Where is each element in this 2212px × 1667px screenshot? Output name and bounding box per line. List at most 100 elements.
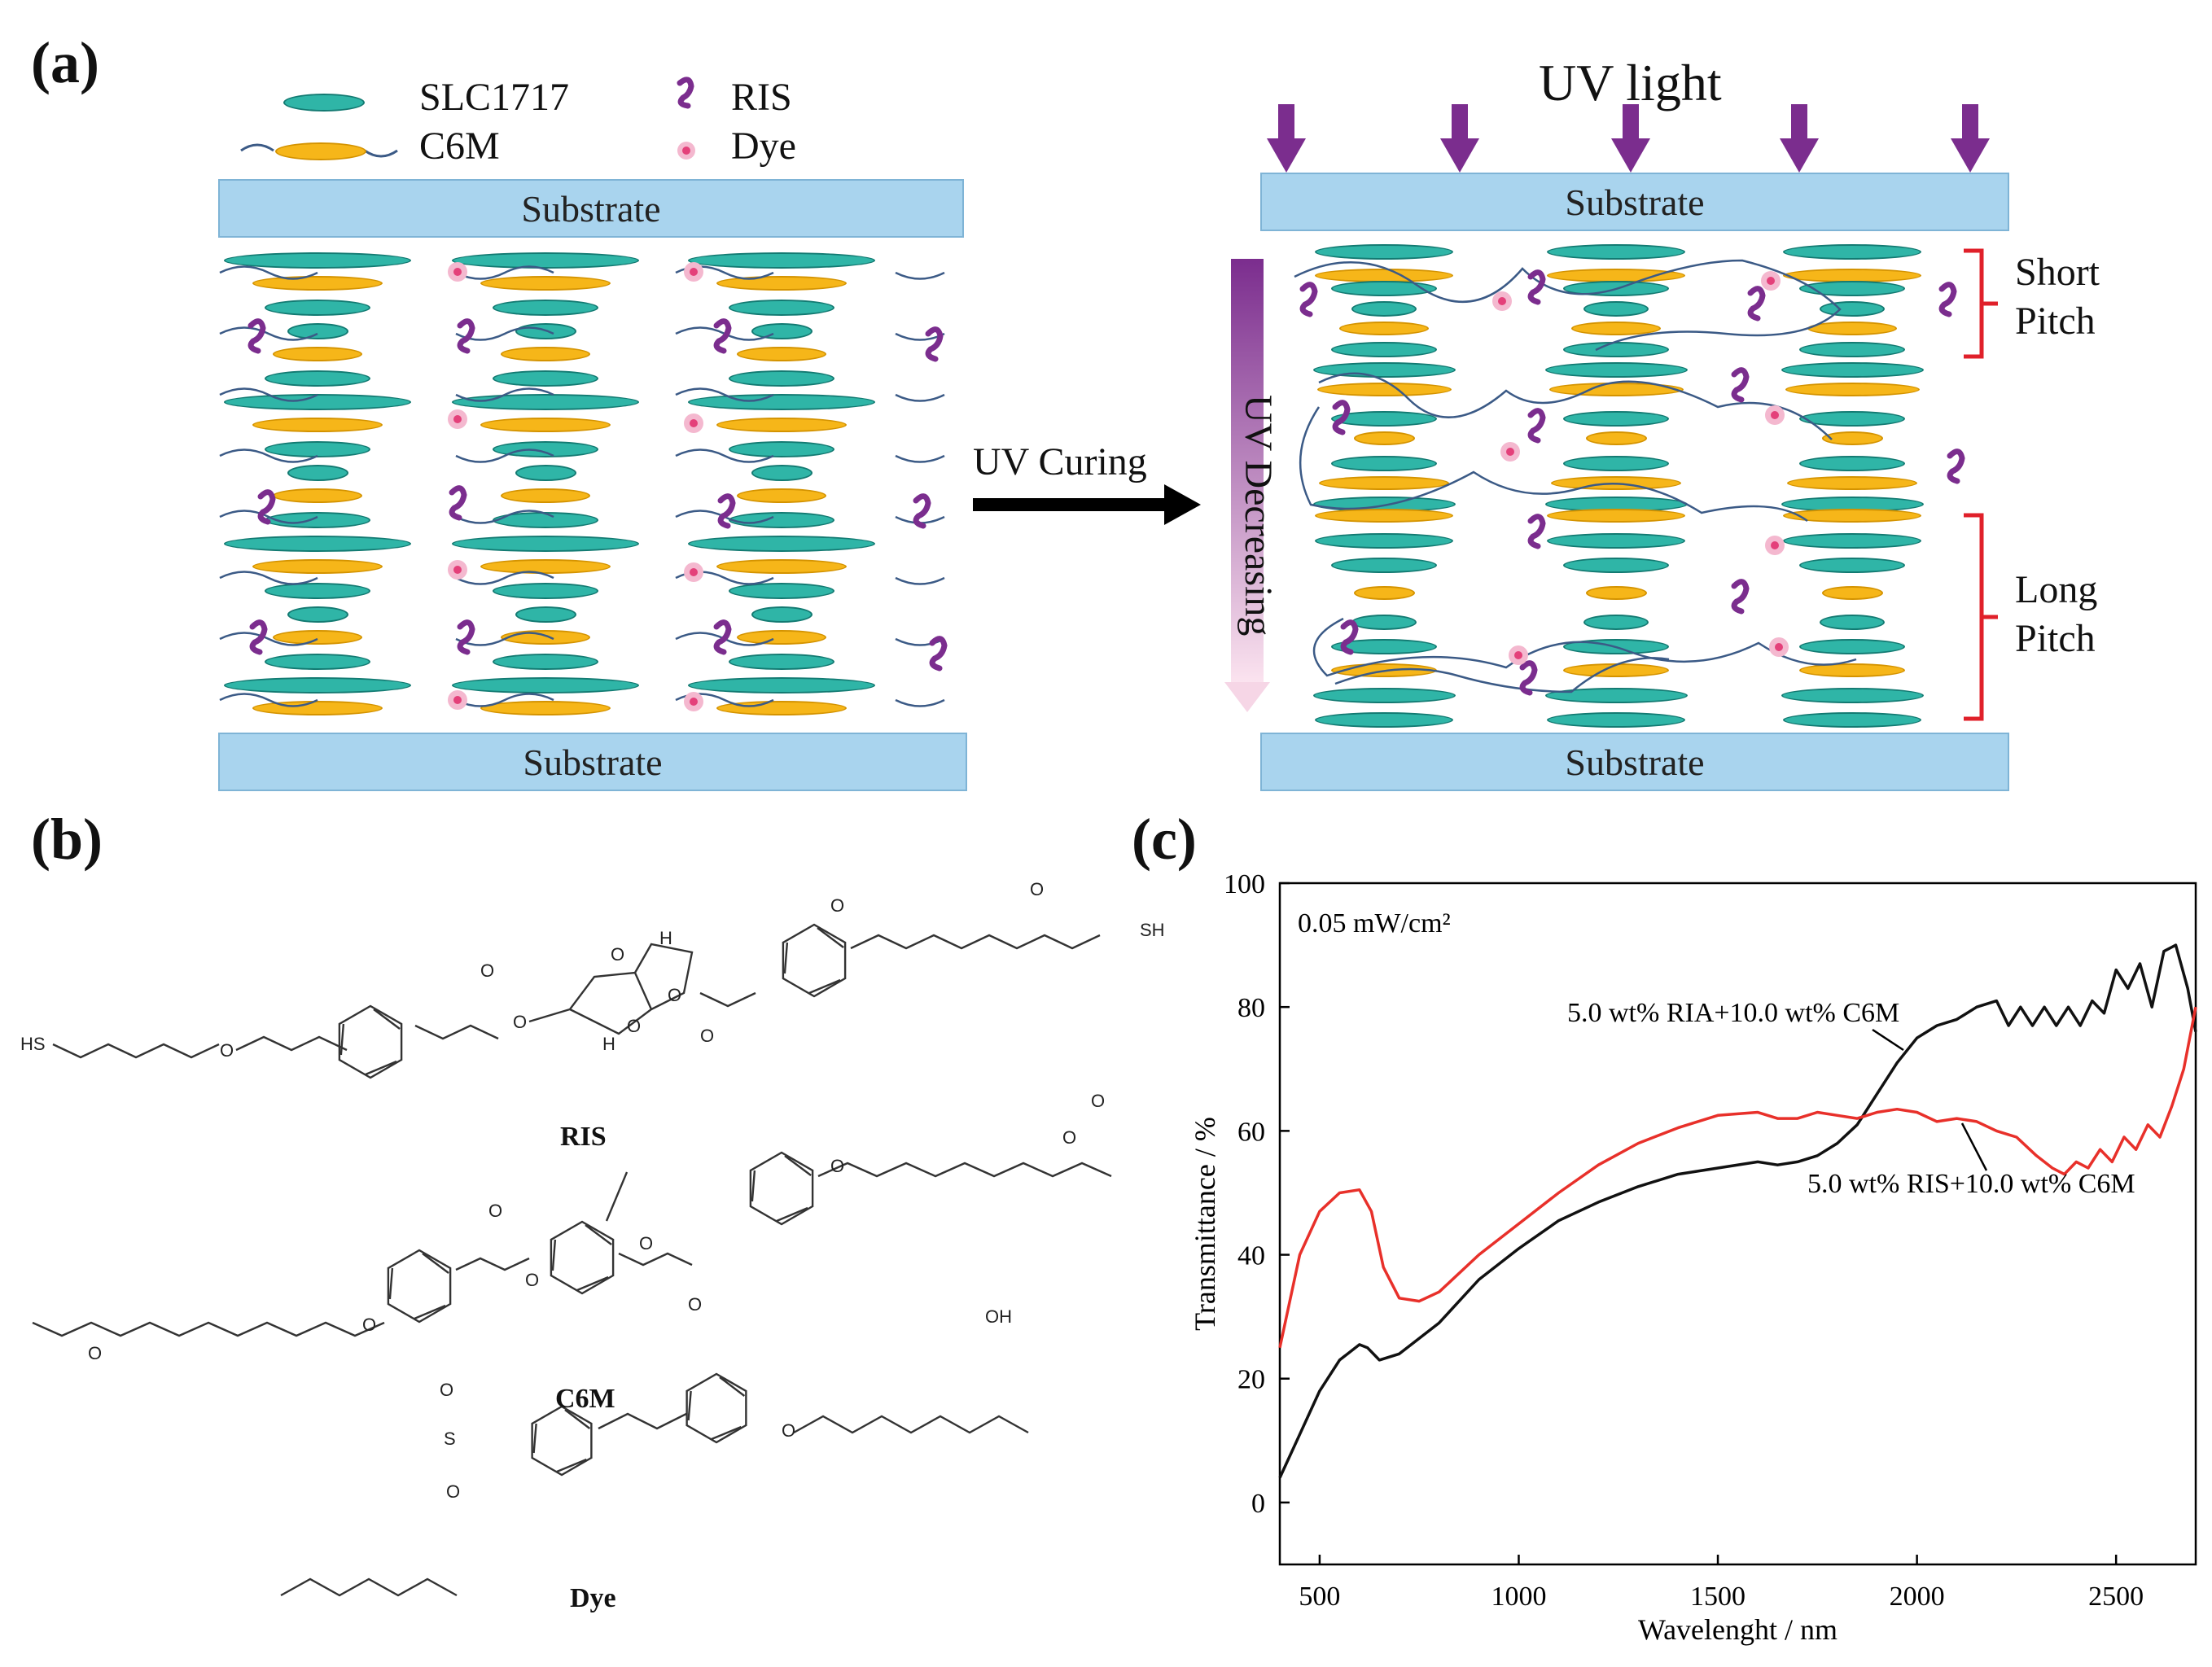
slc-mesogen	[1331, 456, 1437, 471]
c6m-mesogen	[480, 559, 611, 574]
slc-mesogen	[265, 583, 370, 599]
slc-mesogen	[1331, 411, 1437, 427]
left-top-substrate: Substrate	[218, 179, 964, 238]
atom-label: O	[668, 985, 681, 1005]
legend-ris-label: RIS	[731, 76, 792, 119]
atom-label: O	[611, 944, 624, 965]
c6m-mesogen	[1787, 476, 1917, 490]
slc-mesogen	[729, 300, 834, 316]
c6m-structure-label: C6M	[555, 1384, 615, 1414]
atom-label: O	[1030, 879, 1044, 899]
atom-label: O	[627, 1016, 641, 1036]
short-pitch-line1: Short	[2015, 251, 2100, 294]
series-label-2: 5.0 wt% RIS+10.0 wt% C6M	[1807, 1169, 2135, 1199]
atom-label: O	[639, 1233, 653, 1254]
slc-mesogen	[1799, 411, 1905, 427]
slc-mesogen	[265, 370, 370, 387]
atom-label: H	[659, 928, 672, 948]
atom-label: O	[1091, 1091, 1105, 1111]
slc-mesogen	[1583, 615, 1649, 630]
y-tick-label: 40	[1237, 1241, 1265, 1271]
panel-label-c: (c)	[1132, 807, 1197, 872]
c6m-mesogen	[252, 276, 383, 291]
slc-mesogen	[287, 606, 348, 623]
c6m-mesogen	[1339, 322, 1429, 335]
slc-mesogen	[1331, 558, 1437, 573]
slc-mesogen	[265, 654, 370, 670]
atom-label: O	[88, 1343, 102, 1363]
series-pointer-1	[1872, 1028, 1904, 1052]
slc-mesogen	[1783, 712, 1921, 728]
atom-label: HS	[20, 1034, 46, 1054]
slc-mesogen	[1331, 342, 1437, 357]
slc-mesogen	[224, 252, 411, 269]
slc-mesogen	[1799, 639, 1905, 654]
panel-label-a: (a)	[31, 30, 99, 95]
c6m-mesogen	[480, 701, 611, 715]
long-pitch-line2: Pitch	[2015, 617, 2096, 660]
atom-label: O	[830, 895, 844, 916]
atom-label: O	[480, 960, 494, 981]
c6m-mesogen	[737, 488, 826, 503]
c6m-mesogen	[716, 418, 847, 432]
series-line-2	[1278, 1006, 2197, 1349]
uv-light-label: UV light	[1539, 54, 1722, 112]
c6m-mesogen	[1821, 586, 1883, 600]
dye-structure-label: Dye	[570, 1583, 616, 1613]
slc-mesogen	[688, 252, 875, 269]
short-pitch-label: Short Pitch	[2015, 248, 2100, 346]
long-pitch-line1: Long	[2015, 568, 2098, 611]
slc-mesogen	[751, 323, 813, 339]
slc-mesogen	[1544, 362, 1688, 378]
slc-mesogen	[1781, 688, 1924, 703]
slc-mesogen	[493, 654, 598, 670]
slc-mesogen	[1783, 244, 1921, 260]
slc-mesogen	[1583, 301, 1649, 317]
slc-mesogen	[1547, 244, 1685, 260]
slc-mesogen	[515, 606, 576, 623]
slc-mesogen	[1799, 456, 1905, 471]
c6m-mesogen	[1353, 431, 1415, 445]
atom-label: O	[782, 1420, 795, 1441]
c6m-mesogen	[716, 559, 847, 574]
c6m-mesogen	[1353, 586, 1415, 600]
slc-mesogen	[493, 583, 598, 599]
x-tick-label: 2500	[2088, 1582, 2144, 1612]
y-tick-label: 80	[1237, 993, 1265, 1023]
x-tick-label: 1000	[1491, 1582, 1546, 1612]
slc-mesogen	[729, 654, 834, 670]
series-pointer-2	[1960, 1122, 1988, 1171]
c6m-mesogen	[1585, 586, 1647, 600]
long-pitch-label: Long Pitch	[2015, 566, 2097, 663]
right-bottom-substrate: Substrate	[1260, 733, 2009, 791]
y-tick-label: 20	[1237, 1365, 1265, 1395]
atom-label: O	[220, 1040, 234, 1061]
slc-mesogen	[1351, 301, 1417, 317]
c6m-mesogen	[1785, 383, 1920, 396]
atom-label: O	[440, 1380, 453, 1400]
right-top-substrate: Substrate	[1260, 173, 2009, 231]
slc-mesogen	[493, 441, 598, 457]
atom-label: O	[488, 1201, 502, 1221]
slc-mesogen	[1312, 688, 1456, 703]
c6m-mesogen	[501, 347, 590, 361]
slc-mesogen	[1331, 639, 1437, 654]
x-tick-label: 1500	[1690, 1582, 1746, 1612]
ris-structure-label: RIS	[560, 1122, 607, 1152]
atom-label: H	[602, 1034, 615, 1054]
c6m-mesogen	[716, 701, 847, 715]
slc-mesogen	[452, 252, 639, 269]
slc-mesogen	[265, 300, 370, 316]
c6m-mesogen	[1316, 383, 1452, 396]
slc-mesogen	[1799, 281, 1905, 296]
slc-mesogen	[1799, 558, 1905, 573]
c6m-mesogen	[1783, 509, 1921, 523]
atom-label: O	[362, 1315, 376, 1335]
legend-dye-label: Dye	[731, 125, 796, 168]
